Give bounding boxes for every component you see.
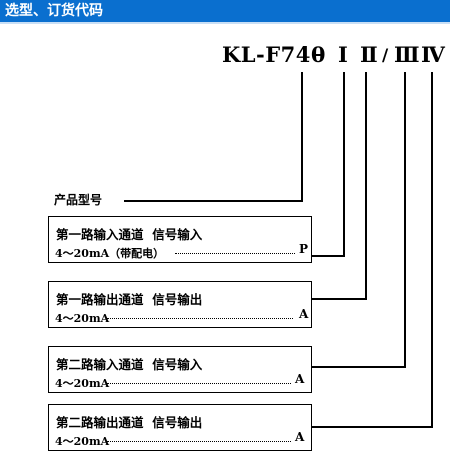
connector-1-vertical xyxy=(343,72,345,257)
header-rule xyxy=(0,22,450,24)
dotted-leader xyxy=(107,441,291,442)
option-code: A xyxy=(295,430,305,444)
connector-4-horizontal xyxy=(312,426,433,428)
option-spec: 4～20mA xyxy=(55,435,110,448)
dotted-leader xyxy=(107,383,291,384)
product-leader-line xyxy=(124,200,303,202)
dotted-leader xyxy=(175,253,295,254)
code-separator: / xyxy=(382,46,389,66)
option-spec: 4～20mA（带配电） xyxy=(55,247,165,260)
dotted-leader xyxy=(107,318,293,319)
product-model-label: 产品型号 xyxy=(54,193,103,207)
connector-3-vertical xyxy=(404,72,406,368)
option-title: 第二路输出通道 信号输出 xyxy=(56,415,203,430)
option-code: A xyxy=(299,307,309,321)
code-position-1: Ⅰ xyxy=(338,42,348,67)
option-box-input-2: 第二路输入通道 信号输入 4～20mA A xyxy=(48,346,312,393)
option-title: 第二路输入通道 信号输入 xyxy=(56,357,203,372)
product-vertical-line xyxy=(301,72,303,202)
section-header: 选型、订货代码 xyxy=(0,0,450,22)
connector-2-horizontal xyxy=(312,298,367,300)
connector-2-vertical xyxy=(365,72,367,300)
connector-3-horizontal xyxy=(312,366,406,368)
model-dash xyxy=(312,54,324,56)
connector-4-vertical xyxy=(431,72,433,428)
option-title: 第一路输入通道 信号输入 xyxy=(56,227,203,242)
code-position-2: Ⅱ xyxy=(360,42,378,67)
option-spec: 4～20mA xyxy=(55,312,110,325)
code-position-3: Ⅲ xyxy=(394,42,420,67)
option-title: 第一路输出通道 信号输出 xyxy=(56,292,203,307)
option-box-output-2: 第二路输出通道 信号输出 4～20mA A xyxy=(48,404,312,451)
option-code: P xyxy=(299,242,309,256)
model-prefix: KL-F740 xyxy=(222,42,326,67)
option-code: A xyxy=(295,372,305,386)
option-box-output-1: 第一路输出通道 信号输出 4～20mA A xyxy=(48,281,312,328)
code-position-4: Ⅳ xyxy=(421,42,445,67)
option-spec: 4～20mA xyxy=(55,377,110,390)
option-box-input-1: 第一路输入通道 信号输入 4～20mA（带配电） P xyxy=(48,216,312,263)
connector-1-horizontal xyxy=(312,255,345,257)
